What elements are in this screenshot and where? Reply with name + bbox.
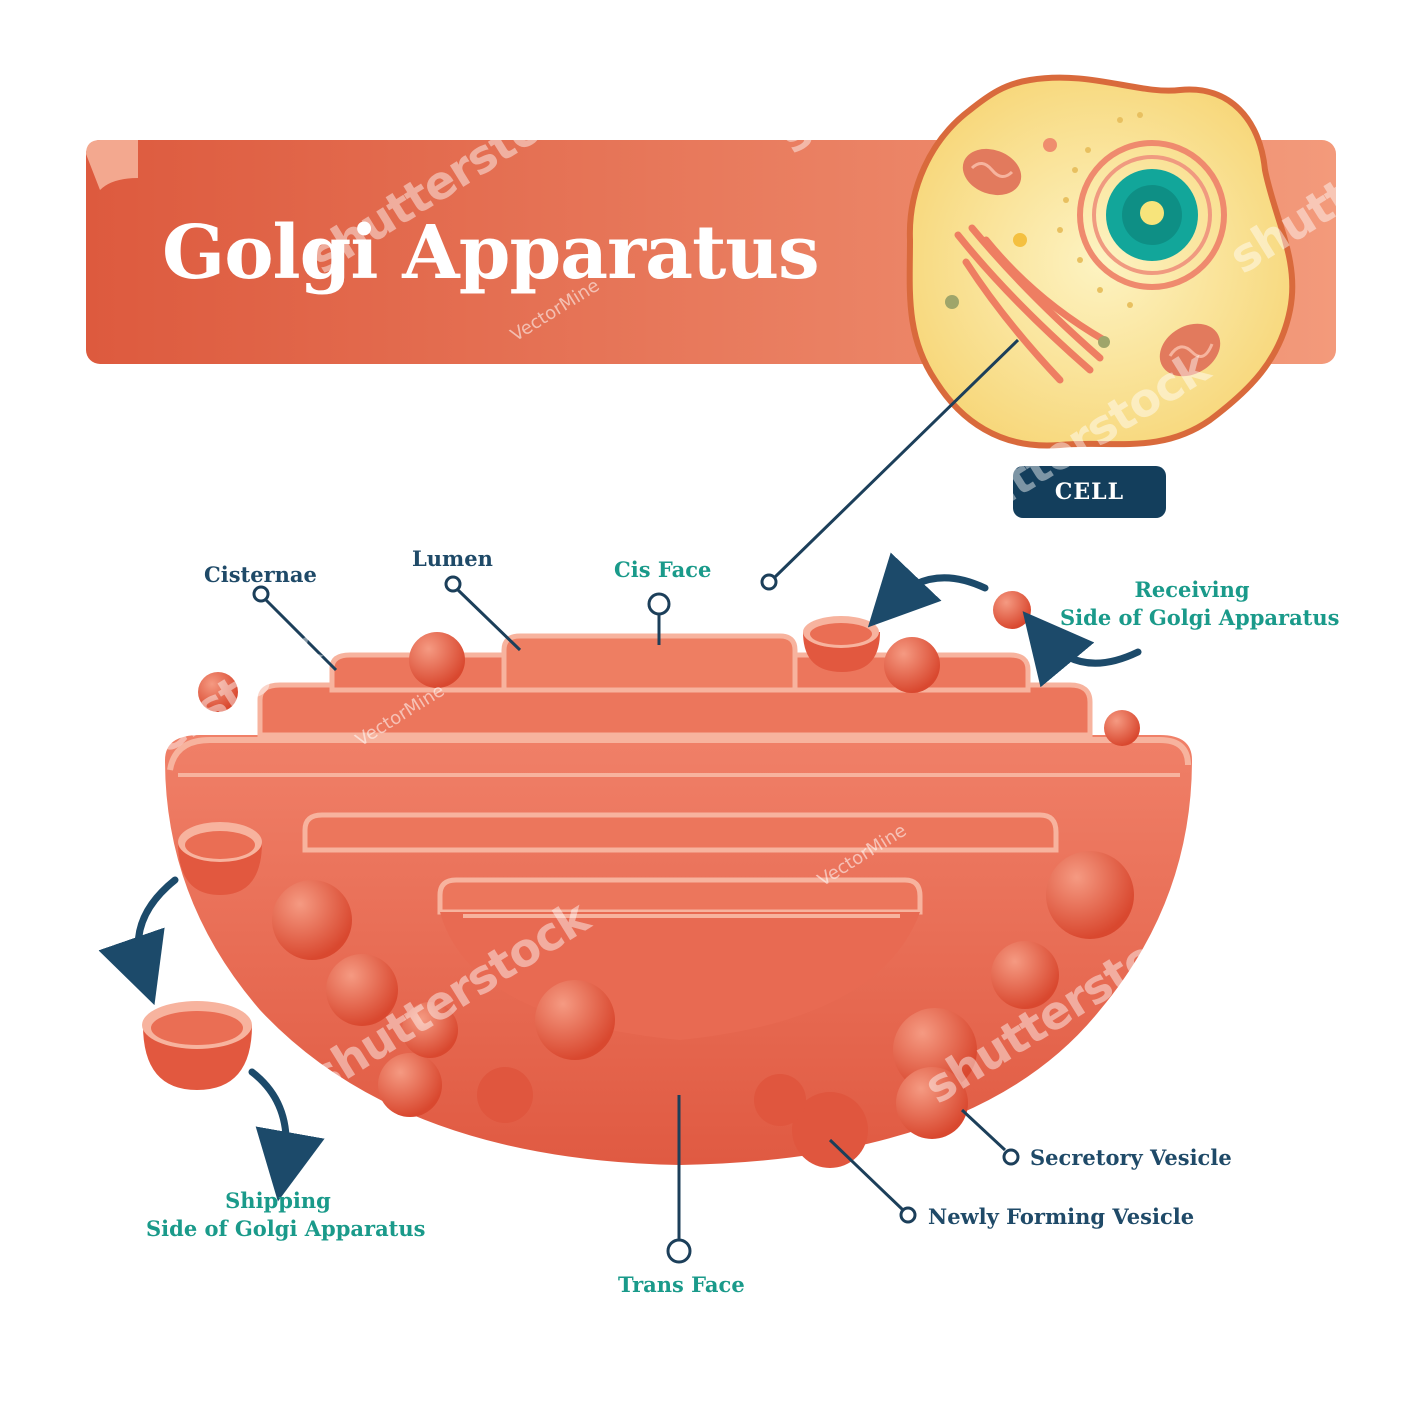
cell-pointer: [762, 340, 1018, 589]
label-receiving-line2: Side of Golgi Apparatus: [1060, 604, 1324, 632]
page-title: Golgi Apparatus: [162, 210, 819, 296]
label-lumen: Lumen: [412, 546, 493, 571]
label-cis-face: Cis Face: [614, 557, 711, 582]
label-cisternae: Cisternae: [204, 562, 317, 587]
label-receiving-side: Receiving Side of Golgi Apparatus: [1060, 576, 1324, 632]
cell-badge: CELL: [1013, 466, 1166, 518]
label-shipping-line2: Side of Golgi Apparatus: [146, 1215, 410, 1243]
label-shipping-side: Shipping Side of Golgi Apparatus: [146, 1187, 410, 1243]
label-shipping-line1: Shipping: [146, 1187, 410, 1215]
label-secretory-vesicle: Secretory Vesicle: [1030, 1145, 1232, 1170]
label-trans-face: Trans Face: [618, 1272, 745, 1297]
label-receiving-line1: Receiving: [1060, 576, 1324, 604]
label-newly-forming-vesicle: Newly Forming Vesicle: [928, 1204, 1194, 1229]
